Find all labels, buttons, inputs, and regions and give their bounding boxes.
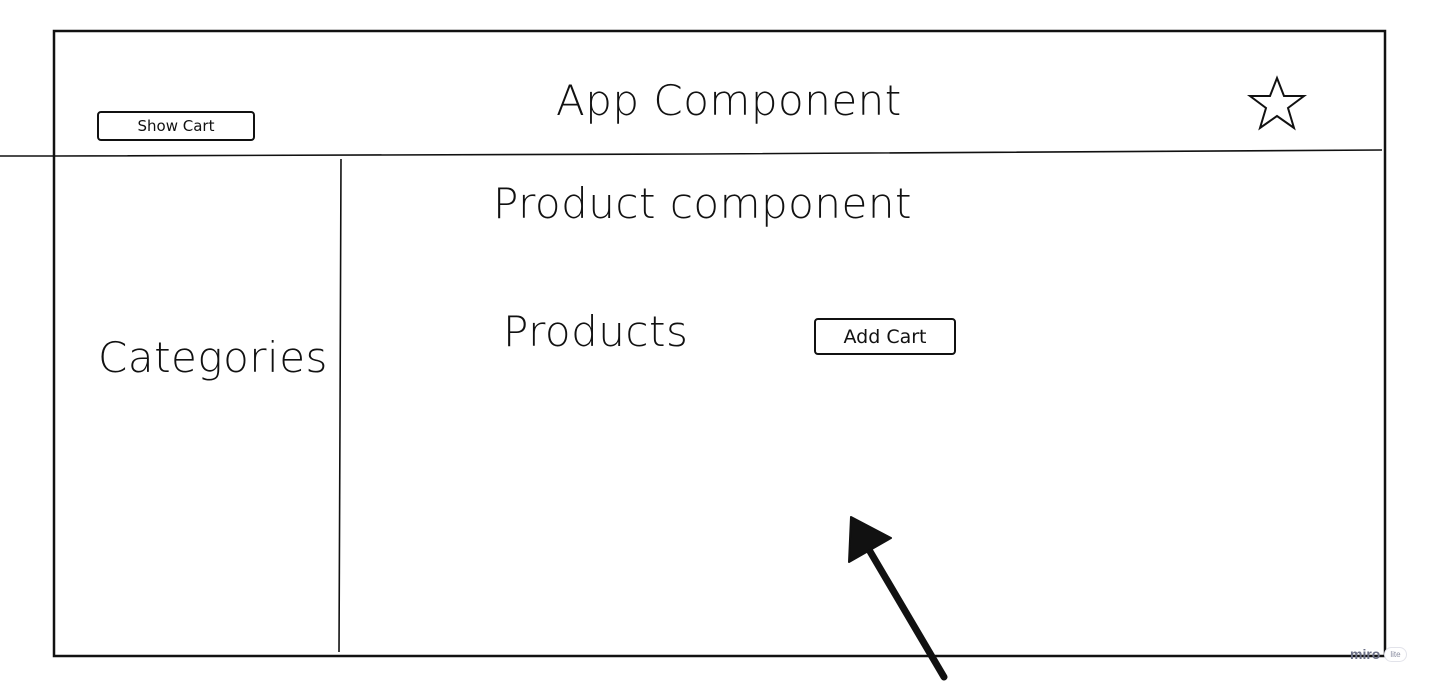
arrow-icon xyxy=(848,516,948,681)
show-cart-button[interactable]: Show Cart xyxy=(97,111,255,141)
plan-badge: lite xyxy=(1384,646,1407,662)
outer-frame xyxy=(52,29,1387,658)
star-icon[interactable] xyxy=(1247,74,1307,134)
add-cart-button[interactable]: Add Cart xyxy=(814,318,956,355)
header-divider xyxy=(0,149,1383,157)
miro-logo: miro xyxy=(1350,646,1381,662)
app-component-title: App Component xyxy=(556,76,902,125)
sidebar-divider xyxy=(338,158,342,653)
product-component-title: Product component xyxy=(493,179,912,228)
categories-label: Categories xyxy=(98,333,328,382)
miro-branding: miro lite xyxy=(1350,646,1407,662)
products-label: Products xyxy=(503,307,689,356)
